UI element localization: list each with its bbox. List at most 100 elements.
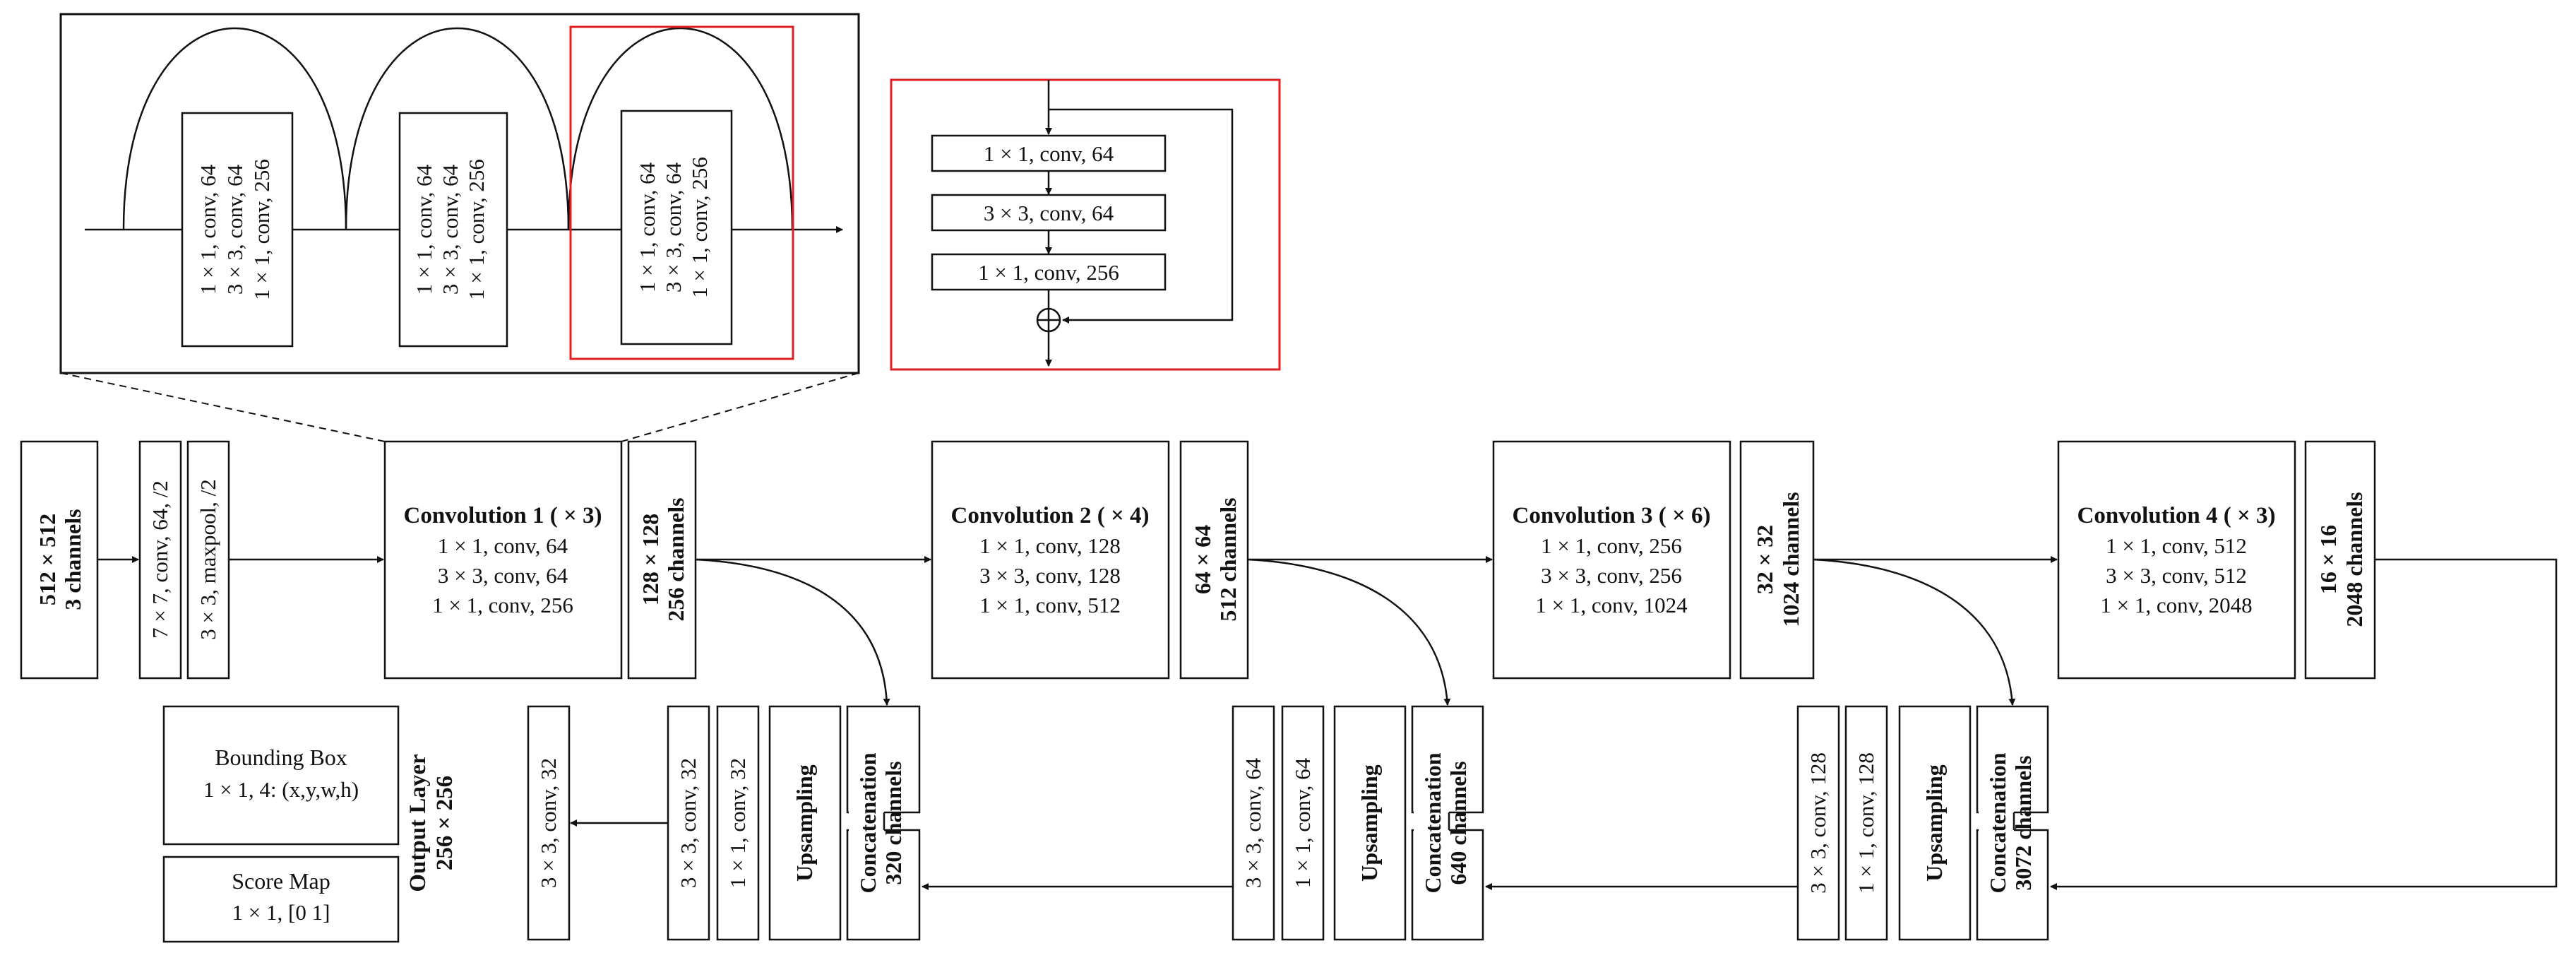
arrow-f4-to-concat3: [2050, 558, 2558, 890]
conv3x3-3-label: 3 × 3, conv, 128: [1806, 752, 1830, 894]
conv3x3-1-block: 3 × 3, conv, 32: [667, 705, 710, 941]
skip-f1-to-concat1: [695, 558, 890, 706]
concat-1-channels: 320 channels: [881, 761, 906, 884]
zoom-panel: [59, 13, 860, 374]
concat-2-block: Concatenation 640 channels: [1411, 705, 1484, 941]
score-map-head: Score Map 1 × 1, [0 1]: [162, 856, 400, 943]
stage-4-line3: 1 × 1, conv, 2048: [2100, 593, 2252, 617]
zoom-guide-left: [60, 372, 386, 442]
feature-1-channels: 256 channels: [663, 497, 688, 621]
zoom-skip-arch-3: [567, 28, 794, 230]
zoom-skip-arch-2: [345, 28, 570, 230]
input-block: 512 × 512 3 channels: [20, 440, 99, 680]
conv1x1-2-label: 1 × 1, conv, 64: [1290, 757, 1315, 888]
feature-3-channels: 1024 channels: [1778, 492, 1803, 627]
concat-2-word: Concatenation: [1420, 752, 1445, 893]
zoom-block-3-line1: 1 × 1, conv, 64: [635, 162, 660, 292]
stage-3-line3: 1 × 1, conv, 1024: [1535, 593, 1688, 617]
bbox-title: Bounding Box: [215, 745, 347, 770]
upsampling-2-block: Upsampling: [1333, 705, 1407, 941]
zoom-block-1-line2: 3 × 3, conv, 64: [222, 164, 247, 295]
feature-3-block: 32 × 32 1024 channels: [1739, 440, 1815, 680]
output-layer-title: Output Layer: [405, 754, 431, 892]
upsampling-2-label: Upsampling: [1356, 764, 1382, 881]
zoom-block-2-line1: 1 × 1, conv, 64: [412, 164, 436, 295]
stage-3-title: Convolution 3 ( × 6): [1513, 503, 1711, 528]
stage-2-line3: 1 × 1, conv, 512: [979, 593, 1121, 617]
feature-2-size: 64 × 64: [1190, 525, 1215, 594]
zoom-guide-right: [621, 372, 859, 442]
concat-3-channels: 3072 channels: [2010, 755, 2036, 890]
stage-2-block: Convolution 2 ( × 4) 1 × 1, conv, 128 3 …: [931, 440, 1170, 680]
feature-1-size: 128 × 128: [638, 514, 663, 605]
feature-4-block: 16 × 16 2048 channels: [2304, 440, 2376, 680]
bounding-box-head: Bounding Box 1 × 1, 4: (x,y,w,h): [162, 705, 400, 846]
feature-3-size: 32 × 32: [1752, 525, 1777, 594]
conv1x1-2-block: 1 × 1, conv, 64: [1281, 705, 1325, 941]
zoom-block-1-line1: 1 × 1, conv, 64: [196, 164, 220, 295]
stage-3-line1: 1 × 1, conv, 256: [1541, 533, 1682, 558]
zoom-block-3-line3: 1 × 1, conv, 256: [687, 157, 712, 298]
stage-1-line1: 1 × 1, conv, 64: [438, 533, 568, 558]
final-conv-block: 3 × 3, conv, 32: [527, 705, 571, 941]
concat-3-block: Concatenation 3072 channels: [1976, 705, 2049, 941]
feature-4-size: 16 × 16: [2315, 525, 2341, 594]
stage-4-block: Convolution 4 ( × 3) 1 × 1, conv, 512 3 …: [2057, 440, 2296, 680]
stage-4-line2: 3 × 3, conv, 512: [2106, 563, 2247, 588]
residual-add-icon: [1036, 307, 1061, 333]
input-size-label: 512 × 512: [35, 514, 60, 605]
feature-2-block: 64 × 64 512 channels: [1179, 440, 1249, 680]
feature-2-channels: 512 channels: [1215, 497, 1241, 621]
stage-1-block: Convolution 1 ( × 3) 1 × 1, conv, 64 3 ×…: [383, 440, 623, 680]
conv3x3-3-block: 3 × 3, conv, 128: [1796, 705, 1840, 941]
skip-f2-to-concat2: [1247, 558, 1451, 706]
residual-detail-box: [890, 78, 1281, 371]
stage-4-line1: 1 × 1, conv, 512: [2106, 533, 2247, 558]
conv1x1-1-label: 1 × 1, conv, 32: [725, 758, 750, 888]
residual-layer-2-label: 3 × 3, conv, 64: [984, 201, 1114, 225]
residual-layer-1-label: 1 × 1, conv, 64: [984, 141, 1114, 166]
residual-layer-3: 1 × 1, conv, 256: [931, 253, 1167, 291]
skip-f3-to-concat3: [1813, 558, 2016, 706]
residual-layer-3-label: 1 × 1, conv, 256: [978, 260, 1119, 285]
upsampling-1-label: Upsampling: [792, 764, 817, 881]
stem-conv-label: 7 × 7, conv, 64, /2: [148, 480, 172, 639]
conv1x1-3-label: 1 × 1, conv, 128: [1854, 752, 1878, 894]
stage-3-line2: 3 × 3, conv, 256: [1541, 563, 1682, 588]
zoom-block-2: 1 × 1, conv, 64 3 × 3, conv, 64 1 × 1, c…: [398, 112, 508, 348]
concat-3-word: Concatenation: [1985, 752, 2010, 893]
residual-layer-2: 3 × 3, conv, 64: [931, 194, 1167, 232]
conv3x3-2-block: 3 × 3, conv, 64: [1232, 705, 1275, 941]
stage-2-line1: 1 × 1, conv, 128: [979, 533, 1121, 558]
stage-2-title: Convolution 2 ( × 4): [951, 503, 1150, 528]
upsampling-1-block: Upsampling: [768, 705, 842, 941]
conv3x3-1-label: 3 × 3, conv, 32: [676, 758, 700, 888]
conv3x3-2-label: 3 × 3, conv, 64: [1241, 757, 1265, 888]
zoom-block-2-line3: 1 × 1, conv, 256: [464, 159, 489, 300]
concat-1-block: Concatenation 320 channels: [846, 705, 921, 941]
zoom-block-3-line2: 3 × 3, conv, 64: [661, 162, 686, 292]
zoom-block-1-line3: 1 × 1, conv, 256: [249, 159, 274, 300]
zoom-block-1: 1 × 1, conv, 64 3 × 3, conv, 64 1 × 1, c…: [181, 112, 294, 348]
residual-skip-path: [1049, 108, 1234, 324]
upsampling-3-label: Upsampling: [1921, 764, 1947, 881]
stage-3-block: Convolution 3 ( × 6) 1 × 1, conv, 256 3 …: [1492, 440, 1731, 680]
stage-1-title: Convolution 1 ( × 3): [404, 503, 602, 528]
feature-4-channels: 2048 channels: [2342, 492, 2367, 627]
input-channels-label: 3 channels: [60, 509, 85, 610]
residual-layer-1: 1 × 1, conv, 64: [931, 134, 1167, 172]
bbox-desc: 1 × 1, 4: (x,y,w,h): [203, 777, 359, 802]
output-layer-size: 256 × 256: [432, 776, 458, 870]
final-conv-label: 3 × 3, conv, 32: [536, 758, 561, 888]
upsampling-3-block: Upsampling: [1898, 705, 1972, 941]
concat-1-word: Concatenation: [855, 752, 881, 893]
stage-2-line2: 3 × 3, conv, 128: [979, 563, 1121, 588]
zoom-block-2-line2: 3 × 3, conv, 64: [438, 164, 463, 295]
zoom-skip-arch-1: [122, 28, 347, 230]
stem-pool-block: 3 × 3, maxpool, /2: [186, 440, 230, 680]
zoom-highlight-box: [569, 25, 794, 360]
stem-conv-block: 7 × 7, conv, 64, /2: [138, 440, 182, 680]
zoom-block-3: 1 × 1, conv, 64 3 × 3, conv, 64 1 × 1, c…: [620, 109, 733, 345]
stem-pool-label: 3 × 3, maxpool, /2: [196, 479, 220, 640]
